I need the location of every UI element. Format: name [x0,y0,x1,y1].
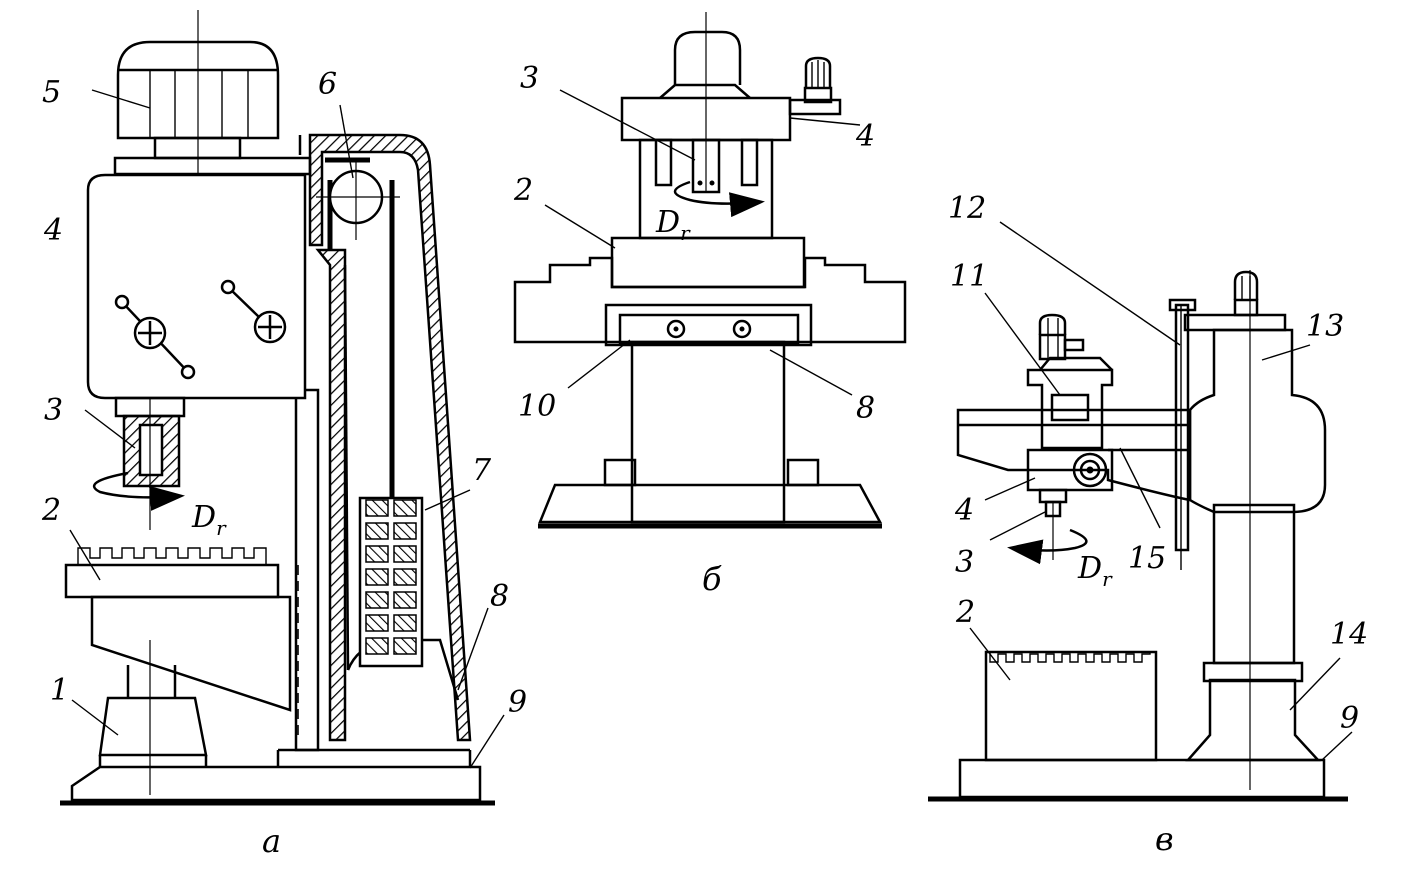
view-a-label-2: 2 [41,493,61,528]
view-v-caption: в [1155,820,1174,858]
view-b-label-4: 4 [855,119,875,154]
view-b-base [538,483,883,524]
view-v-label-15: 15 [1128,541,1166,576]
view-a-table-bracket [90,595,292,712]
view-b-multispindle: 3 4 2 10 8 Dr б [513,12,907,598]
view-v-lift-screw [1174,303,1190,552]
view-v-carriage [1026,368,1114,450]
view-a-label-4: 4 [43,213,63,248]
view-b-rotation-arrow [673,180,765,218]
view-b-label-3: 3 [520,61,539,96]
view-b-motor [673,30,742,85]
view-a-jack [98,696,208,757]
view-v-label-13: 13 [1306,309,1344,344]
view-v-workpiece [984,650,1158,762]
view-b-carriage [604,303,813,347]
view-b-table [513,256,907,344]
view-v-spindle [1038,488,1068,504]
view-a-column [294,388,320,752]
view-v-radial-arm [956,408,1192,502]
view-b-label-10: 10 [518,389,556,424]
view-b-label-8: 8 [856,391,875,426]
view-b-caption: б [702,560,722,598]
view-a-drill-head [86,173,307,400]
view-a-caption: а [262,822,281,860]
view-a-label-1: 1 [50,673,69,708]
view-a-workpiece-teeth [77,547,267,565]
view-a-feed-handles [114,279,287,380]
view-a-housing [308,133,472,742]
view-a-label-5: 5 [42,75,61,110]
view-v-label-3: 3 [955,545,974,580]
view-v-label-9: 9 [1340,701,1359,736]
view-a-label-3: 3 [44,393,63,428]
view-v-column [1212,503,1296,665]
view-v-rotation-arrow [1007,528,1088,565]
view-v-sleeve [1188,328,1327,514]
view-v-label-2: 2 [955,595,975,630]
view-a-motion-label: Dr [191,500,227,540]
view-v-drill-head [1026,448,1114,492]
view-a-motor [113,40,312,176]
view-a-vertical-drill: 5 6 4 3 2 1 7 8 9 Dr а [41,10,527,860]
view-v-label-11: 11 [950,259,988,294]
view-a-table [64,563,280,599]
view-a-housing-inner [315,248,347,742]
view-b-column [630,340,786,524]
view-v-radial-drill: 12 11 13 4 3 15 2 14 9 Dr в [928,191,1368,858]
view-a-label-7: 7 [472,453,492,488]
view-v-label-14: 14 [1330,617,1368,652]
view-v-column-foot [1185,678,1321,762]
view-b-motion-label: Dr [655,205,691,245]
view-a-label-6: 6 [318,67,337,102]
view-v-motion-label: Dr [1077,551,1113,591]
view-b-workpiece [610,236,806,289]
view-a-rotation-arrow [93,471,185,511]
view-v-label-4: 4 [954,493,974,528]
view-a-base-plate [70,765,482,802]
view-v-label-12: 12 [948,191,986,226]
view-a-counterweight [358,496,424,668]
view-a-label-9: 9 [508,685,527,720]
view-b-label-2: 2 [513,173,533,208]
view-a-label-8: 8 [490,579,509,614]
view-v-base [958,758,1326,799]
